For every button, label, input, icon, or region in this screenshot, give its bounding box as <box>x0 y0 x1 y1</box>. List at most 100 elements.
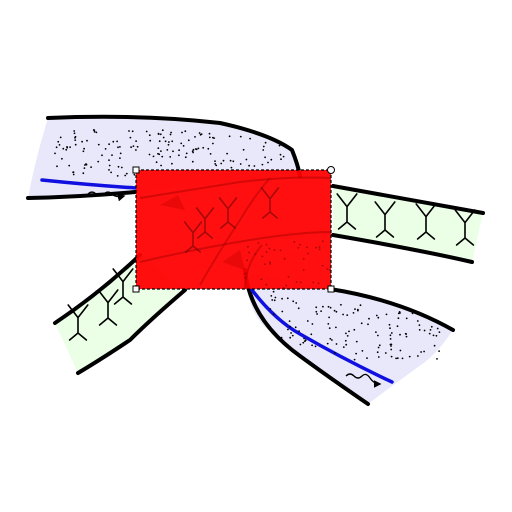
stipple-dot <box>390 348 393 351</box>
stipple-dot <box>222 159 225 162</box>
stipple-dot <box>315 306 318 309</box>
stipple-dot <box>262 149 265 151</box>
selection-rect[interactable] <box>135 169 332 290</box>
stipple-dot <box>242 148 245 151</box>
stipple-dot <box>295 302 298 304</box>
stipple-dot <box>208 136 211 139</box>
stipple-dot <box>198 132 201 134</box>
stipple-dot <box>299 343 302 346</box>
hidden-edge <box>139 231 332 263</box>
green-band-bottom-edge <box>331 233 474 264</box>
stipple-dot <box>214 163 217 165</box>
stipple-dot <box>192 151 195 154</box>
stipple-dot <box>192 148 195 151</box>
stipple-dot <box>213 137 216 140</box>
stipple-dot <box>314 345 317 348</box>
stipple-dot <box>289 336 292 339</box>
flow-arrow-icon <box>345 373 382 388</box>
plant-symbol-icon <box>67 304 89 341</box>
stipple-dot <box>417 355 419 357</box>
stipple-dot <box>285 284 288 287</box>
stipple-dot <box>399 333 401 336</box>
stipple-dot <box>272 313 275 316</box>
stipple-dot <box>335 310 338 313</box>
stipple-dot <box>124 174 127 177</box>
stipple-dot <box>212 142 214 145</box>
stipple-dot <box>306 320 309 322</box>
hidden-edge <box>139 176 332 199</box>
stipple-dot <box>418 312 421 314</box>
stipple-dot <box>157 133 160 136</box>
stipple-dot <box>194 136 196 138</box>
resize-handle-icon[interactable] <box>327 285 335 293</box>
stipple-dot <box>180 142 183 145</box>
stipple-dot <box>111 154 113 157</box>
stipple-dot <box>317 282 320 285</box>
stipple-dot <box>116 175 119 177</box>
stipple-dot <box>316 313 318 315</box>
stipple-dot <box>423 329 426 332</box>
stipple-dot <box>428 332 431 335</box>
stipple-dot <box>385 313 388 316</box>
stipple-dot <box>112 140 115 143</box>
stipple-dot <box>162 136 165 139</box>
stipple-dot <box>274 296 277 299</box>
stipple-dot <box>396 357 399 360</box>
stipple-dot <box>390 345 392 347</box>
stipple-dot <box>281 297 283 300</box>
stipple-dot <box>262 145 265 148</box>
stipple-dot <box>261 163 264 166</box>
stipple-dot <box>178 154 180 157</box>
stipple-dot <box>61 157 63 160</box>
stipple-dot <box>352 312 355 314</box>
stipple-dot <box>119 152 122 155</box>
stipple-dot <box>272 290 275 293</box>
stipple-dot <box>97 143 100 146</box>
stipple-dot <box>418 324 421 326</box>
plant-symbol-icon <box>336 193 358 230</box>
stipple-dot <box>116 140 118 143</box>
stipple-dot <box>390 332 393 334</box>
stipple-dot <box>72 171 74 174</box>
rotate-handle-icon[interactable] <box>327 166 335 174</box>
stipple-dot <box>302 269 305 271</box>
stipple-dot <box>108 143 110 146</box>
stipple-dot <box>207 147 210 150</box>
stipple-dot <box>417 313 420 316</box>
stipple-dot <box>130 146 133 149</box>
stipple-dot <box>171 162 173 165</box>
stipple-dot <box>81 140 83 143</box>
stipple-dot <box>423 350 425 353</box>
stipple-dot <box>184 156 187 159</box>
resize-handle-icon[interactable] <box>132 166 140 174</box>
stipple-dot <box>239 163 242 165</box>
stipple-dot <box>342 313 344 316</box>
stipple-dot <box>108 159 110 162</box>
stipple-dot <box>302 257 305 260</box>
sand-band-lower-fill <box>245 272 453 404</box>
stipple-dot <box>184 130 187 133</box>
stipple-dot <box>318 246 321 249</box>
stipple-dot <box>85 163 87 165</box>
stipple-dot <box>366 357 368 359</box>
stipple-dot <box>72 173 75 176</box>
sand-band-lower-top-edge <box>328 287 455 332</box>
stipple-dot <box>353 328 356 331</box>
selection-box[interactable] <box>132 166 335 293</box>
stipple-dot <box>418 329 421 331</box>
stipple-dot <box>54 152 56 155</box>
stipple-dot <box>327 323 330 325</box>
stipple-dot <box>108 169 110 171</box>
stipple-dot <box>290 332 292 334</box>
resize-handle-icon[interactable] <box>132 285 140 293</box>
stipple-dot <box>399 349 402 352</box>
stipple-dot <box>297 307 300 310</box>
stipple-dot <box>321 264 324 267</box>
stipple-dot <box>82 172 85 175</box>
stipple-dot <box>169 133 172 136</box>
stipple-dot <box>294 326 297 329</box>
plant-symbol-icon <box>260 187 280 219</box>
stipple-dot <box>171 140 174 143</box>
stipple-dot <box>357 309 359 312</box>
